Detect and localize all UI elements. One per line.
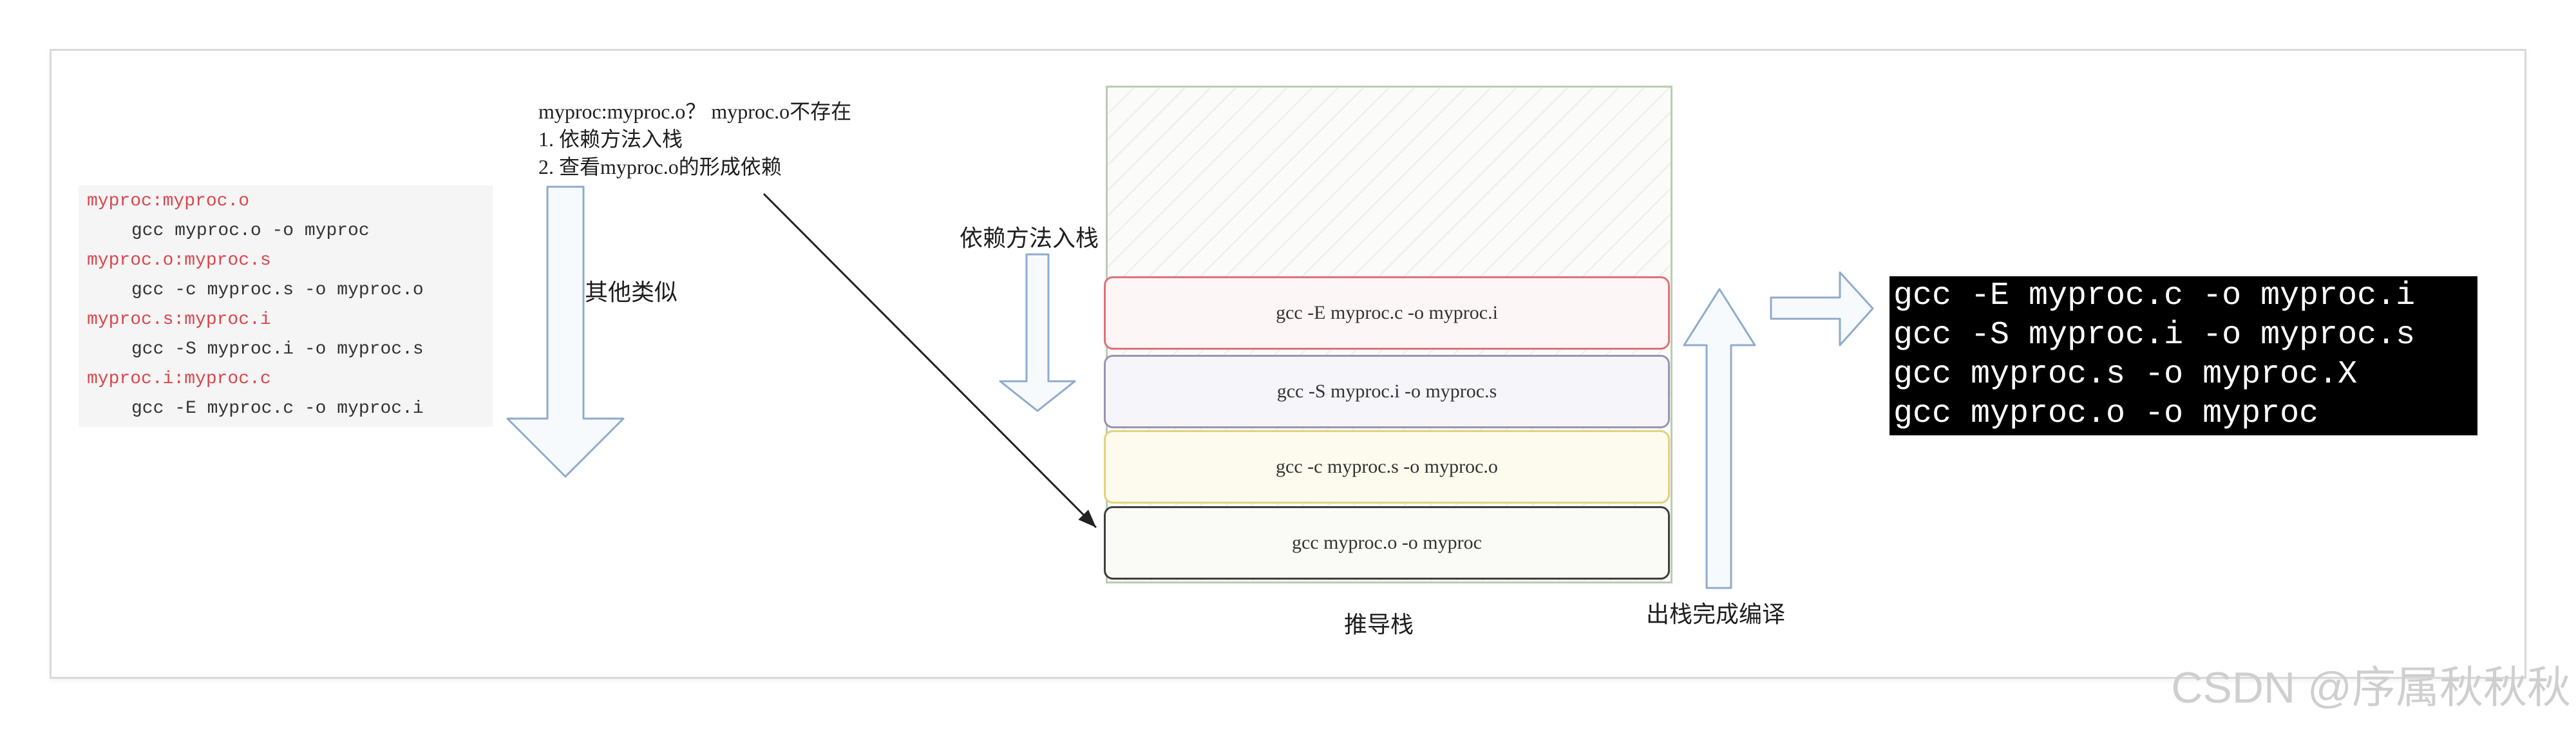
makefile-rule-target: myproc.s:myproc.i — [87, 310, 271, 330]
push-down-arrow — [999, 253, 1076, 412]
makefile-rule-target: myproc.i:myproc.c — [87, 369, 271, 389]
terminal-line: gcc -E myproc.c -o myproc.i — [1893, 278, 2416, 314]
dependency-note: myproc:myproc.o？ myproc.o不存在 1. 依赖方法入栈 2… — [538, 98, 851, 181]
makefile-code-block: myproc:myproc.o gcc myproc.o -o myproc m… — [79, 185, 493, 427]
pop-up-arrow — [1683, 288, 1756, 589]
label-pop-compile: 出栈完成编译 — [1646, 601, 1786, 627]
label-other-similar: 其他类似 — [585, 279, 678, 305]
makefile-rule-command: gcc myproc.o -o myproc — [131, 221, 370, 241]
stack-frame-text: gcc -c myproc.s -o myproc.o — [1276, 456, 1498, 477]
stack-frame-compile: gcc -S myproc.i -o myproc.s — [1104, 355, 1670, 428]
dependency-note-line: 2. 查看myproc.o的形成依赖 — [538, 155, 782, 178]
terminal-line: gcc -S myproc.i -o myproc.s — [1893, 317, 2416, 354]
stack-label: 推导栈 — [1344, 612, 1414, 638]
terminal-line: gcc myproc.o -o myproc — [1893, 395, 2319, 432]
stack-frame-text: gcc -E myproc.c -o myproc.i — [1276, 302, 1498, 323]
stack-frame-assemble: gcc -c myproc.s -o myproc.o — [1104, 430, 1670, 504]
makefile-rule-target: myproc:myproc.o — [87, 191, 250, 211]
dependency-note-line: myproc:myproc.o？ myproc.o不存在 — [538, 100, 852, 123]
dependency-note-line: 1. 依赖方法入栈 — [538, 128, 683, 151]
watermark: CSDN @序属秋秋秋 — [2171, 663, 2571, 712]
makefile-rule-command: gcc -S myproc.i -o myproc.s — [131, 339, 424, 359]
makefile-rule-command: gcc -E myproc.c -o myproc.i — [131, 399, 424, 419]
stack-frame-text: gcc myproc.o -o myproc — [1292, 532, 1482, 553]
terminal-output: gcc -E myproc.c -o myproc.i gcc -S mypro… — [1889, 276, 2477, 435]
output-right-arrow — [1770, 271, 1874, 346]
diagram-frame — [50, 49, 2526, 679]
big-down-arrow — [506, 185, 625, 478]
stack-frame-text: gcc -S myproc.i -o myproc.s — [1276, 381, 1497, 402]
derivation-pointer-arrow — [762, 193, 1097, 529]
makefile-rule-command: gcc -c myproc.s -o myproc.o — [131, 280, 424, 300]
makefile-rule-target: myproc.o:myproc.s — [87, 251, 271, 270]
stack-frame-preprocess: gcc -E myproc.c -o myproc.i — [1104, 276, 1670, 350]
stack-frame-link: gcc myproc.o -o myproc — [1104, 506, 1670, 580]
label-push-dependency: 依赖方法入栈 — [960, 225, 1099, 251]
terminal-line: gcc myproc.s -o myproc.X — [1893, 356, 2358, 393]
